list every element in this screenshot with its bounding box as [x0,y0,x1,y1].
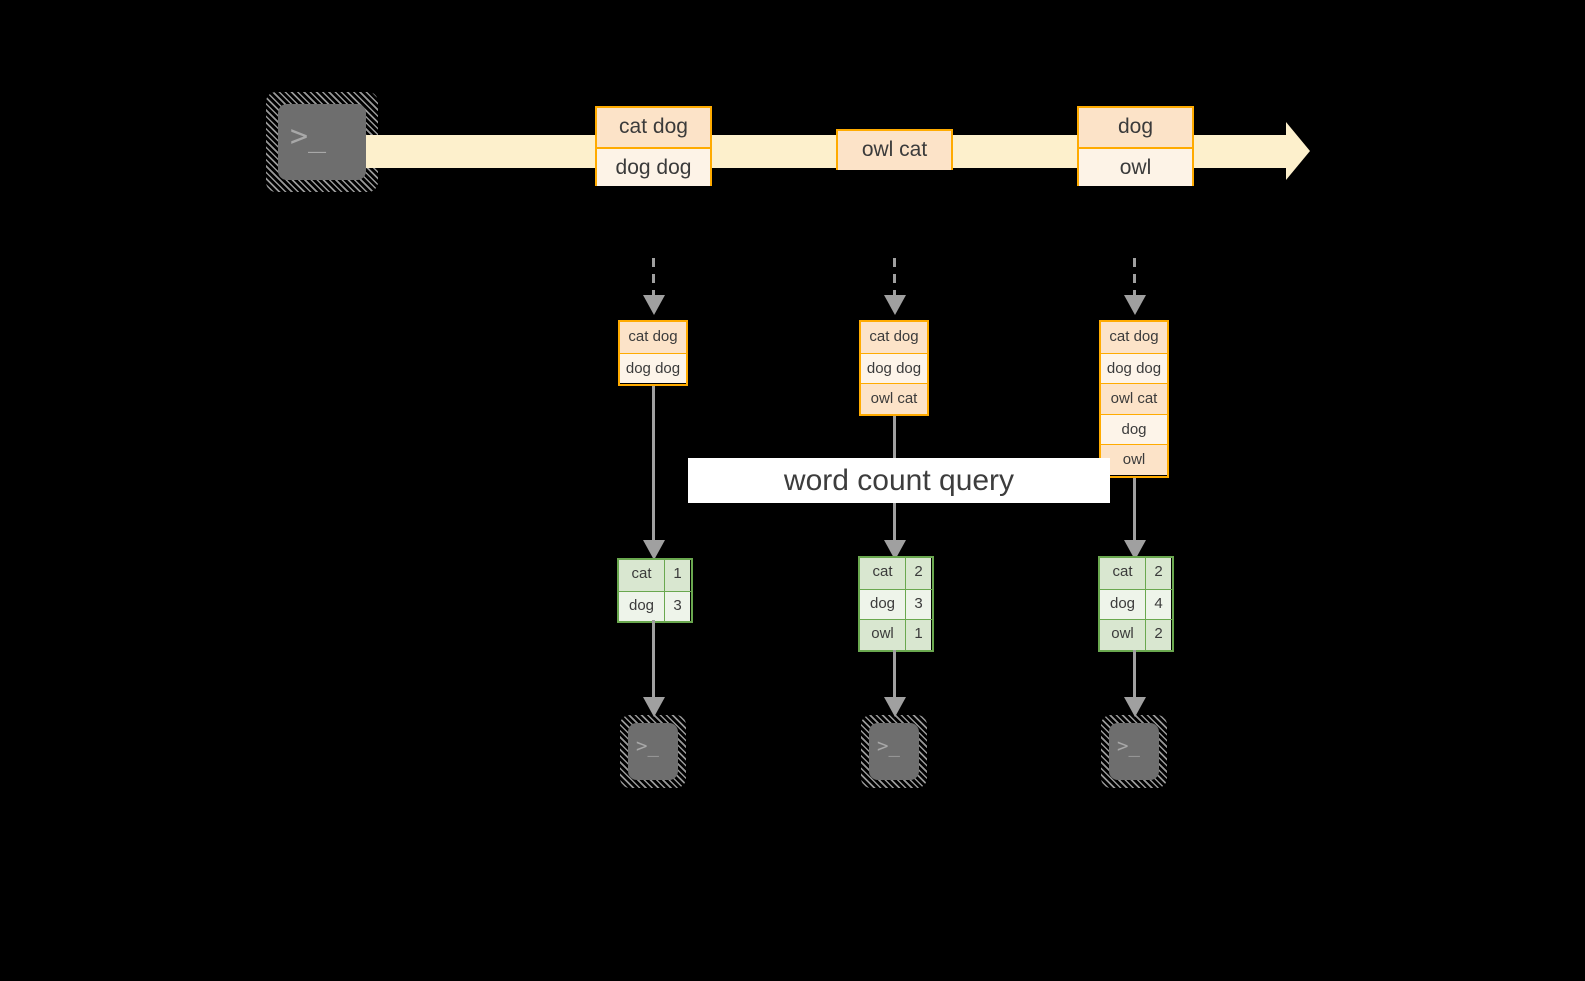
stream-arrow-head [1286,122,1310,180]
stream-event-line: owl cat [838,131,951,170]
result-table-3: cat 2 dog 4 owl 2 [1098,556,1174,652]
table-cell-word: owl [860,620,905,650]
table-cell-count: 2 [1145,620,1171,650]
stream-to-snapshot-connector-2 [893,258,896,298]
table-row: dog 3 [619,590,691,621]
terminal-body [1109,723,1159,780]
terminal-body [628,723,678,780]
snapshot-row: owl [1101,444,1167,475]
table-cell-word: dog [619,591,664,621]
snapshot-to-result-connector-3 [1133,478,1136,543]
table-cell-word: dog [1100,589,1145,619]
terminal-prompt-glyph: >_ [877,735,900,757]
snapshot-to-result-arrowhead-1 [643,540,665,560]
table-row: cat 1 [619,560,691,591]
snapshot-row: dog [1101,413,1167,444]
terminal-prompt-glyph: >_ [290,119,327,154]
result-to-sink-connector-1 [652,620,655,700]
snapshot-row: owl cat [1101,383,1167,414]
sink-terminal-icon-3: >_ [1101,715,1167,788]
table-cell-count: 3 [905,589,931,619]
table-cell-word: dog [860,589,905,619]
table-row: owl 1 [860,619,932,650]
table-cell-count: 2 [1145,558,1171,589]
snapshot-row: cat dog [620,322,686,353]
table-row: dog 4 [1100,588,1172,619]
table-cell-word: cat [1100,558,1145,589]
result-to-sink-arrowhead-2 [884,697,906,717]
snapshot-to-result-arrowhead-3 [1124,540,1146,560]
result-to-sink-connector-3 [1133,650,1136,700]
table-cell-word: cat [619,560,664,591]
stream-event-line: cat dog [597,108,710,147]
result-to-sink-arrowhead-3 [1124,697,1146,717]
result-table-2: cat 2 dog 3 owl 1 [858,556,934,652]
snapshot-row: dog dog [620,352,686,383]
snapshot-box-2: cat dog dog dog owl cat [859,320,929,416]
stream-to-snapshot-arrowhead-1 [643,295,665,315]
result-table-1: cat 1 dog 3 [617,558,693,623]
sink-terminal-icon-1: >_ [620,715,686,788]
stream-event-line: owl [1079,147,1192,186]
snapshot-row: cat dog [861,322,927,353]
stream-event-line: dog [1079,108,1192,147]
stream-event-1: cat dog dog dog [595,106,712,186]
table-row: cat 2 [1100,558,1172,589]
stream-to-snapshot-connector-3 [1133,258,1136,298]
table-row: owl 2 [1100,619,1172,650]
stream-to-snapshot-arrowhead-2 [884,295,906,315]
snapshot-to-result-arrowhead-2 [884,540,906,560]
snapshot-box-1: cat dog dog dog [618,320,688,386]
snapshot-row: cat dog [1101,322,1167,353]
terminal-body [869,723,919,780]
table-cell-count: 4 [1145,589,1171,619]
source-terminal-icon: >_ [266,92,378,192]
terminal-prompt-glyph: >_ [1117,735,1140,757]
stream-to-snapshot-connector-1 [652,258,655,298]
terminal-prompt-glyph: >_ [636,735,659,757]
stream-event-line: dog dog [597,147,710,186]
query-banner: word count query [688,458,1110,503]
terminal-body [278,104,366,180]
query-banner-label: word count query [783,463,1015,497]
snapshot-row: dog dog [861,352,927,383]
table-cell-count: 2 [905,558,931,589]
snapshot-box-3: cat dog dog dog owl cat dog owl [1099,320,1169,478]
snapshot-row: dog dog [1101,352,1167,383]
table-row: dog 3 [860,588,932,619]
sink-terminal-icon-2: >_ [861,715,927,788]
stream-event-3: dog owl [1077,106,1194,186]
table-cell-word: cat [860,558,905,589]
table-cell-count: 1 [905,620,931,650]
table-row: cat 2 [860,558,932,589]
result-to-sink-arrowhead-1 [643,697,665,717]
table-cell-word: owl [1100,620,1145,650]
snapshot-row: owl cat [861,383,927,414]
snapshot-to-result-connector-1 [652,386,655,543]
stream-event-2: owl cat [836,129,953,170]
result-to-sink-connector-2 [893,650,896,700]
table-cell-count: 1 [664,560,690,591]
stream-to-snapshot-arrowhead-3 [1124,295,1146,315]
table-cell-count: 3 [664,591,690,621]
